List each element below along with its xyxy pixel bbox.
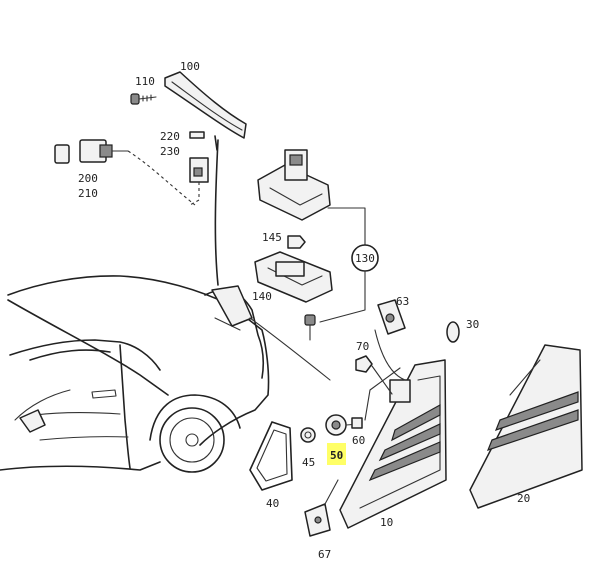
label-110: 110 [135,75,155,88]
part-220-230-holder [189,131,209,206]
part-10-tail-lamp [339,329,447,529]
part-100-brake-light [164,71,247,286]
label-210: 210 [78,187,98,200]
part-140-screw [304,314,316,341]
part-60-bolt [351,417,363,429]
part-50-socket [325,414,361,436]
label-45: 45 [302,456,315,469]
label-67: 67 [318,548,331,561]
part-140-lamp-lower [254,251,333,303]
label-40: 40 [266,497,279,510]
part-45-washer [300,427,316,443]
label-140: 140 [252,290,272,303]
part-145-bulb [287,235,306,249]
part-20-tail-lamp [469,344,583,509]
label-63: 63 [396,295,409,308]
part-63-bracket [377,299,406,335]
part-70-nut [355,355,393,395]
label-20: 20 [517,492,530,505]
label-230: 230 [160,145,180,158]
part-labels: 100 110 220 230 200 210 145 130 140 63 3… [78,60,530,561]
label-145: 145 [262,231,282,244]
label-200: 200 [78,172,98,185]
label-10: 10 [380,516,393,529]
highlight-50 [327,443,346,465]
label-220: 220 [160,130,180,143]
part-110-screw [130,93,157,105]
part-130-lamp-upper [257,149,331,221]
label-100: 100 [180,60,200,73]
part-30-grommet [446,321,460,343]
part-40-gasket [249,421,293,491]
label-60: 60 [352,434,365,447]
part-200-210-connector [54,139,196,206]
label-30: 30 [466,318,479,331]
group-130-bracket [249,207,379,381]
car-body [0,275,270,473]
part-67-clip [304,479,339,537]
label-70: 70 [356,340,369,353]
label-50: 50 [330,449,343,462]
label-130: 130 [355,252,375,265]
